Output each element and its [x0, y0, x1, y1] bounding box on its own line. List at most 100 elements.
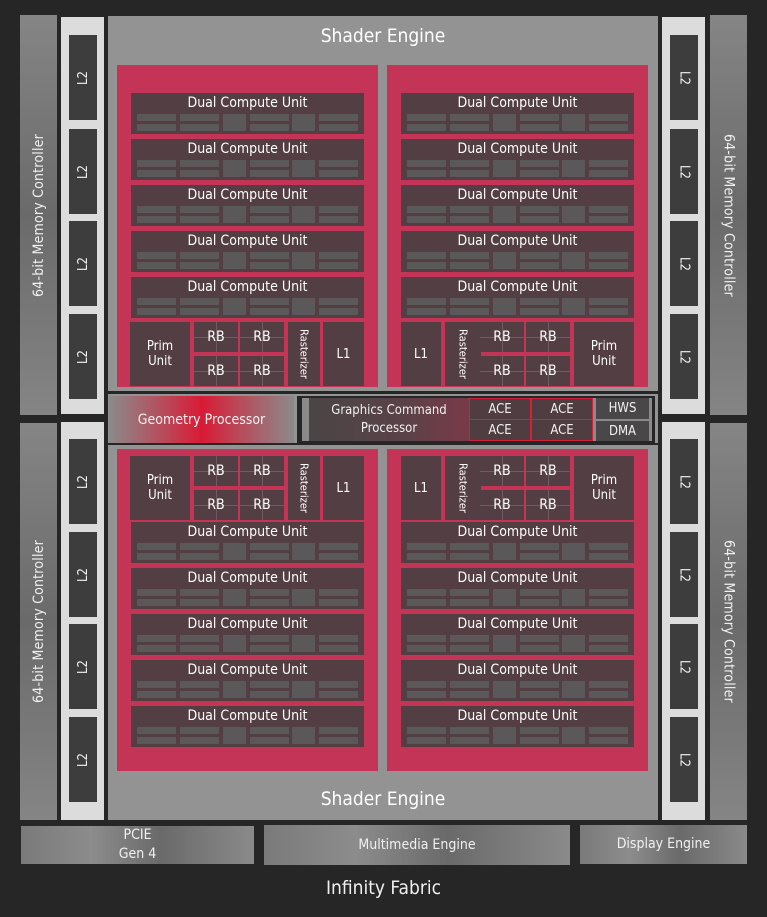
infinity-fabric-label: Infinity Fabric — [325, 877, 442, 899]
l2-cache: L2 — [670, 314, 698, 399]
dcu-lanes — [137, 681, 358, 698]
graphics-command-processor: Graphics Command Processor — [309, 398, 469, 441]
dual-compute-unit: Dual Compute Unit — [131, 277, 364, 318]
l2-label: L2 — [676, 349, 692, 364]
dcu-lane — [250, 160, 289, 167]
dcu-lanes — [407, 635, 628, 652]
dcu-block — [292, 114, 315, 131]
l2-label: L2 — [75, 256, 91, 271]
l2-label: L2 — [75, 70, 91, 85]
dcu-block — [562, 727, 585, 744]
dcu-lane — [180, 160, 219, 167]
dcu-block — [562, 206, 585, 223]
dcu-block — [223, 681, 246, 698]
dcu-lane — [180, 645, 219, 652]
dcu-lane — [450, 635, 489, 642]
dcu-block — [493, 681, 516, 698]
l2-label: L2 — [676, 474, 692, 489]
dcu-lane — [407, 589, 446, 596]
l2-label: L2 — [676, 256, 692, 271]
l1-cache: L1 — [323, 322, 364, 386]
dcu-label: Dual Compute Unit — [457, 95, 578, 111]
dcu-block — [493, 114, 516, 131]
dcu-lane — [520, 124, 559, 131]
hws-unit: HWS — [596, 398, 649, 419]
dcu-lane — [407, 553, 446, 560]
dcu-lanes — [137, 206, 358, 223]
dcu-lane — [137, 262, 176, 269]
dcu-lane — [520, 298, 559, 305]
render-backend-label: RB — [207, 462, 225, 479]
dcu-lane — [137, 216, 176, 223]
rasterizer: Rasterizer — [288, 322, 320, 386]
dcu-lane — [319, 114, 358, 121]
l2-cache: L2 — [69, 532, 97, 617]
dcu-block — [292, 681, 315, 698]
dcu-label: Dual Compute Unit — [187, 233, 308, 249]
dcu-lane — [450, 645, 489, 652]
memory-controller-right-top: 64-bit Memory Controller — [710, 15, 747, 415]
render-backend-label: RB — [493, 496, 511, 513]
dual-compute-unit: Dual Compute Unit — [401, 185, 634, 226]
render-backend-label: RB — [253, 328, 271, 345]
dcu-lane — [450, 114, 489, 121]
dcu-lanes — [137, 252, 358, 269]
render-backend: RB — [526, 356, 570, 386]
dcu-lanes — [137, 160, 358, 177]
dcu-lane — [450, 553, 489, 560]
ace-unit: ACE — [531, 419, 593, 441]
dcu-lane — [250, 252, 289, 259]
dcu-lane — [319, 543, 358, 550]
dcu-lane — [520, 589, 559, 596]
dcu-lane — [319, 645, 358, 652]
dcu-label: Dual Compute Unit — [187, 524, 308, 540]
dcu-lane — [250, 170, 289, 177]
dcu-lane — [589, 635, 628, 642]
dcu-label: Dual Compute Unit — [187, 708, 308, 724]
dual-compute-unit: Dual Compute Unit — [131, 185, 364, 226]
dual-compute-unit: Dual Compute Unit — [401, 231, 634, 272]
dcu-lane — [450, 727, 489, 734]
dcu-lane — [319, 170, 358, 177]
dcu-lane — [589, 114, 628, 121]
dcu-lane — [407, 737, 446, 744]
dcu-lane — [250, 635, 289, 642]
l2-cache: L2 — [670, 221, 698, 306]
dcu-lane — [450, 298, 489, 305]
prim-unit-label: Prim Unit — [590, 473, 618, 503]
render-backend-label: RB — [253, 496, 271, 513]
display-label: Display Engine — [616, 836, 711, 852]
render-backend-label: RB — [493, 328, 511, 345]
dual-compute-unit: Dual Compute Unit — [401, 568, 634, 609]
dcu-lane — [250, 589, 289, 596]
dcu-lane — [589, 681, 628, 688]
l2-cache: L2 — [69, 624, 97, 709]
dual-compute-unit: Dual Compute Unit — [401, 660, 634, 701]
pcie-block: PCIE Gen 4 — [21, 826, 254, 864]
dcu-lane — [589, 216, 628, 223]
pcie-label: PCIE Gen 4 — [118, 827, 157, 862]
rasterizer: Rasterizer — [445, 456, 481, 520]
dcu-lane — [137, 308, 176, 315]
dcu-lane — [250, 691, 289, 698]
dcu-lanes — [407, 589, 628, 606]
dcu-label: Dual Compute Unit — [457, 233, 578, 249]
dcu-lane — [319, 691, 358, 698]
l2-label: L2 — [75, 164, 91, 179]
dcu-lane — [137, 553, 176, 560]
dcu-lane — [180, 298, 219, 305]
render-backend: RB — [194, 456, 238, 486]
dcu-lane — [250, 298, 289, 305]
memory-controller-label: 64-bit Memory Controller — [30, 133, 47, 297]
dcu-lane — [137, 635, 176, 642]
l2-label: L2 — [676, 70, 692, 85]
render-backend-label: RB — [207, 328, 225, 345]
memory-controller-right-bottom: 64-bit Memory Controller — [710, 423, 747, 820]
dual-compute-unit: Dual Compute Unit — [131, 706, 364, 747]
ace-label: ACE — [550, 422, 574, 438]
dcu-lane — [407, 691, 446, 698]
